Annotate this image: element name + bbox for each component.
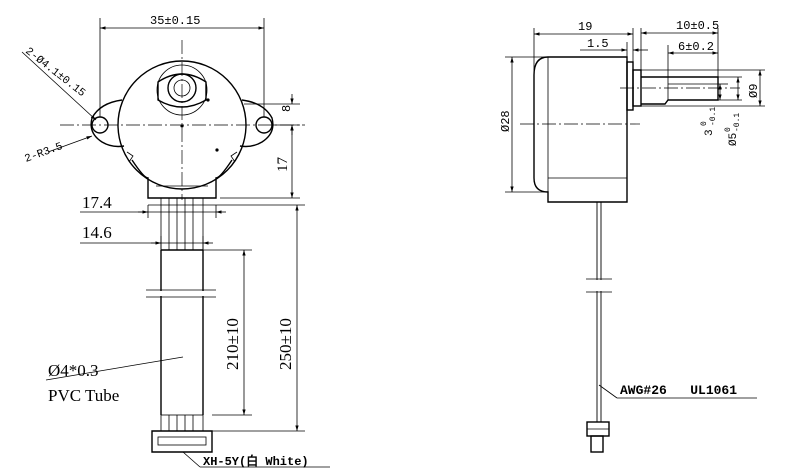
dim-3-tol-bot: -0.1: [709, 107, 718, 126]
ribbon-outline: [160, 197, 204, 251]
boss-outer-circle: [156, 64, 208, 116]
boss-flat: [157, 73, 207, 108]
dim-15-label: 1.5: [587, 37, 609, 51]
connector-latch: [157, 436, 207, 446]
hole-leader: [21, 51, 97, 121]
dim-5-label: Ø5: [728, 133, 740, 146]
side-break-gap: [592, 280, 606, 291]
side-body-outline: [533, 56, 628, 203]
radius-leader: [47, 135, 93, 153]
shaft-inner-circle: [173, 79, 191, 97]
dim-28-label: Ø28: [499, 110, 513, 132]
dim-3-tol-top: 0: [700, 121, 709, 126]
front-view: 35±0.15 8 17 2-Ø4.1±0.15 2-R3.5 17.4 14.…: [21, 14, 330, 469]
side-boss: [632, 69, 642, 107]
rivet-dot-3: [215, 148, 219, 152]
tube-size-label: Ø4*0.3: [48, 361, 99, 380]
dim-6-label: 6±0.2: [678, 40, 714, 54]
radius-dim-label: 2-R3.5: [23, 141, 64, 166]
connector-wires: [160, 414, 204, 432]
dim-174-label: 17.4: [82, 193, 112, 212]
dim-5-tol-bot: -0.1: [733, 113, 742, 132]
side-shaft: [641, 76, 719, 105]
dim-19-label: 19: [578, 20, 592, 34]
shaft-circle: [167, 73, 197, 103]
ribbon-wires: [160, 197, 204, 251]
motor-body-circle: [117, 60, 247, 190]
dim-9-label: Ø9: [747, 84, 761, 98]
mounting-tab-left: [90, 99, 125, 148]
mounting-tab-right: [239, 99, 274, 148]
break-gap: [158, 291, 206, 296]
side-connector-tip: [590, 435, 604, 453]
dim-250-label: 250±10: [276, 318, 295, 370]
bend-mark-left: [126, 151, 134, 163]
dim-146-label: 14.6: [82, 223, 112, 242]
side-view: 19 1.5 10±0.5 6±0.2 Ø28 Ø9 3 0 -0.1: [499, 19, 765, 453]
connector-body: [151, 430, 213, 453]
bend-mark-right: [230, 151, 238, 163]
tube-type-label: PVC Tube: [48, 386, 119, 405]
dim-8-label: 8: [280, 105, 294, 112]
hole-dim-label: 2-Ø4.1±0.15: [23, 46, 88, 100]
dim-3-label: 3: [704, 129, 716, 136]
rivet-dot-2: [180, 124, 184, 128]
dim-17-label: 17: [275, 157, 291, 173]
connector-leader: [182, 451, 201, 468]
dim-35-label: 35±0.15: [150, 14, 200, 28]
dim-210-label: 210±10: [223, 318, 242, 370]
rivet-dot-1: [206, 98, 210, 102]
tube-leader: [45, 356, 184, 381]
connector-label: XH-5Y(白 White): [203, 453, 309, 469]
side-flange: [626, 61, 634, 111]
dim-10-label: 10±0.5: [676, 19, 719, 33]
wire-leader: [598, 384, 618, 399]
dim-5-tol-top: 0: [724, 127, 733, 132]
wire-spec-label: AWG#26 UL1061: [620, 383, 737, 398]
